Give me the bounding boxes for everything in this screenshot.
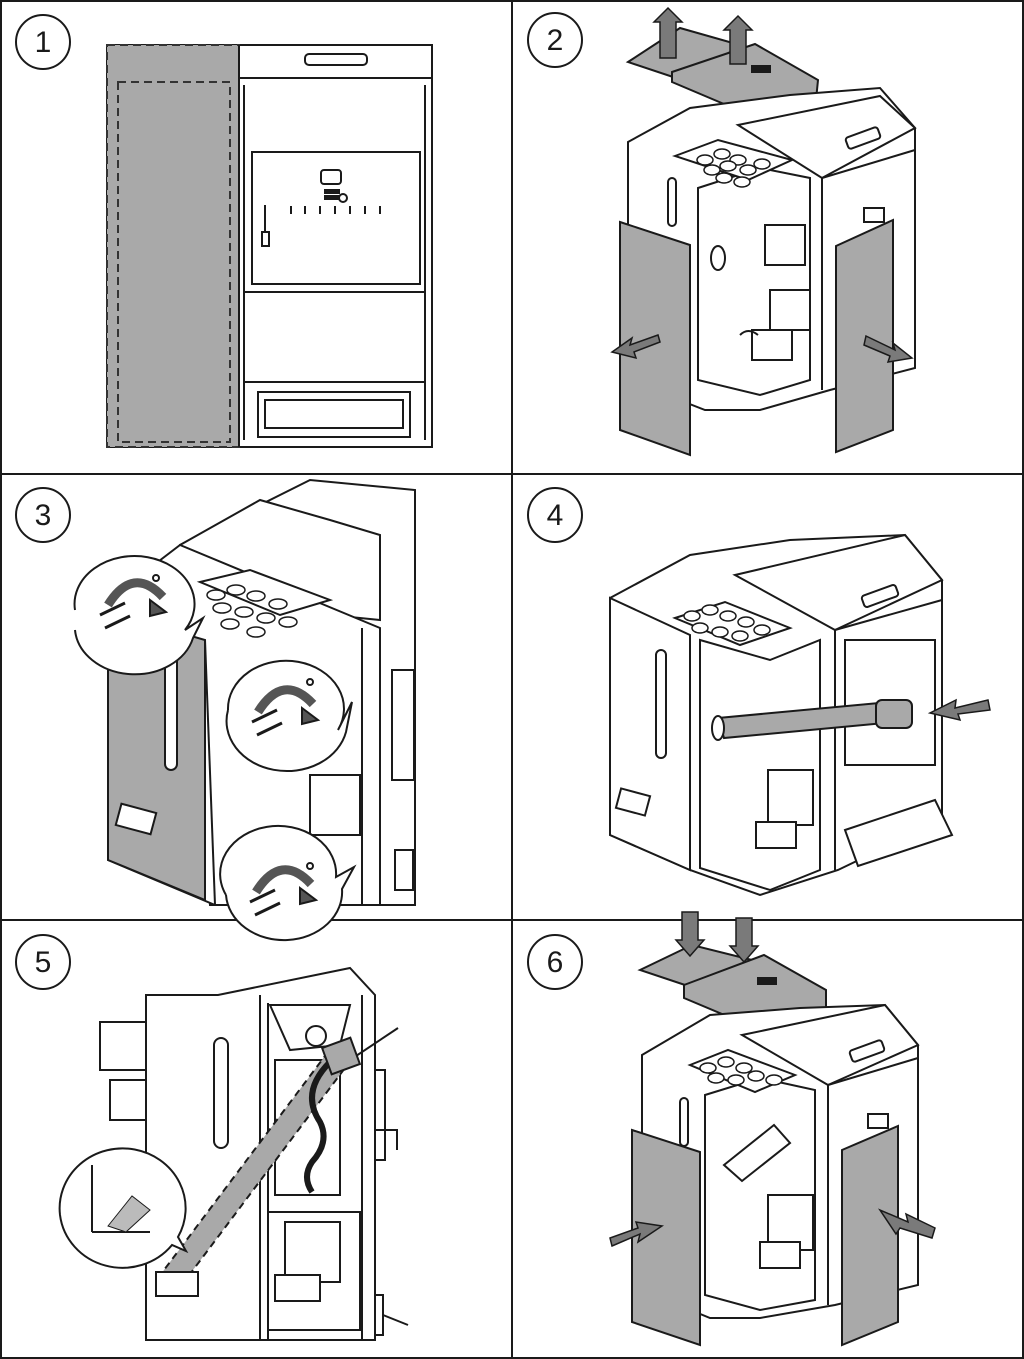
- boiler-isometric: [619, 26, 917, 457]
- step-number-badge: 1: [15, 14, 71, 70]
- callout-bubble: [219, 824, 357, 942]
- removal-arrows: [610, 6, 914, 363]
- arrow-down-icon: [728, 917, 760, 964]
- boiler-side-section: [99, 966, 409, 1341]
- cable-tie-callouts: [73, 555, 357, 942]
- arrow-right-icon: [609, 1221, 665, 1248]
- arrow-down-icon: [674, 911, 706, 958]
- insert-arrow-icon: [927, 698, 991, 722]
- panel-1: 1: [15, 14, 433, 448]
- side-panel-grey: [107, 45, 239, 447]
- boiler-reassembly: [631, 943, 920, 1347]
- boiler-with-feeder: [609, 533, 954, 897]
- step-number: 4: [547, 499, 564, 532]
- step-number: 6: [547, 946, 564, 979]
- step-number-badge: 3: [15, 487, 71, 543]
- rotate-arrow-icon: [149, 598, 169, 618]
- callout-bubble: [73, 555, 206, 676]
- panel-6: 6: [527, 911, 936, 1347]
- rotate-arrow-icon: [299, 886, 319, 906]
- step-number: 3: [35, 499, 52, 532]
- step-number-badge: 6: [527, 934, 583, 990]
- step-number-badge: 2: [527, 12, 583, 68]
- panel-2: 2: [527, 6, 917, 457]
- arrow-up-icon: [722, 14, 754, 65]
- panel-4: 4: [527, 487, 991, 897]
- rotate-arrow-icon: [301, 706, 321, 726]
- step-number: 2: [547, 24, 564, 57]
- arrow-left-icon: [877, 1208, 936, 1239]
- step-number-badge: 4: [527, 487, 583, 543]
- step-number: 1: [35, 26, 52, 59]
- detail-callout: [58, 1147, 189, 1269]
- arrow-left-icon: [610, 334, 661, 360]
- panel-5: 5: [15, 934, 409, 1341]
- callout-bubble: [225, 659, 353, 773]
- step-number: 5: [35, 946, 52, 979]
- side-panel-right: [841, 1124, 899, 1347]
- side-panel-right: [835, 218, 894, 454]
- install-arrows: [609, 911, 936, 1248]
- step-number-badge: 5: [15, 934, 71, 990]
- arrow-up-icon: [652, 6, 684, 59]
- arrow-right-icon: [863, 334, 914, 363]
- panel-3: 3: [15, 478, 416, 942]
- boiler-front-view: [106, 44, 433, 448]
- boiler-close-up: [107, 478, 416, 906]
- side-panel-left: [631, 1128, 701, 1347]
